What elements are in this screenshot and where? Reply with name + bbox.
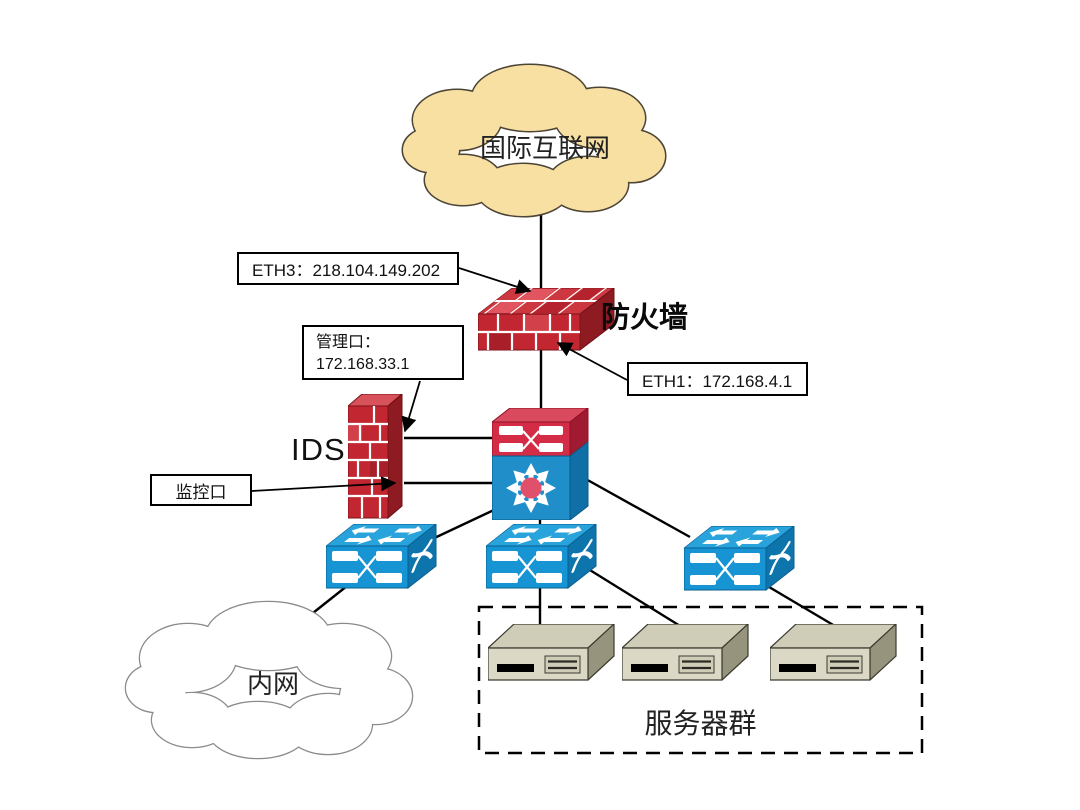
internet-cloud (401, 63, 667, 218)
link-core-switch3 (583, 476, 691, 539)
server-icon-2 (622, 624, 750, 682)
intranet-cloud-label: 内网 (246, 670, 299, 699)
monitor-port-callout: 监控口 (150, 474, 252, 506)
core-switch-icon (492, 408, 589, 520)
firewall-label: 防火墙 (601, 302, 689, 334)
ids-label: IDS (291, 432, 346, 467)
internet-cloud-label: 国际互联网 (479, 134, 610, 163)
eth1-callout: ETH1：172.168.4.1 (627, 362, 808, 396)
access-switch-icon-1 (326, 524, 438, 590)
server-farm-label: 服务器群 (644, 709, 757, 740)
firewall-icon (478, 288, 616, 352)
link-switch2-server2 (584, 565, 686, 631)
access-switch-icon-3 (684, 526, 796, 592)
ids-icon (348, 394, 403, 520)
intranet-cloud (124, 600, 414, 760)
access-switch-icon-2 (486, 524, 598, 590)
eth3-callout: ETH3：218.104.149.202 (237, 252, 459, 285)
link-switch3-server3 (763, 582, 841, 631)
server-farm-box (477, 605, 924, 755)
mgmt-port-ip: 172.168.33.1 (316, 356, 410, 373)
link-core-switch1 (427, 507, 497, 543)
mgmt-port-callout: 管理口： 172.168.33.1 (302, 325, 464, 380)
server-icon-3 (770, 624, 898, 682)
mgmt-port-title: 管理口： (316, 334, 381, 351)
server-icon-1 (488, 624, 616, 682)
